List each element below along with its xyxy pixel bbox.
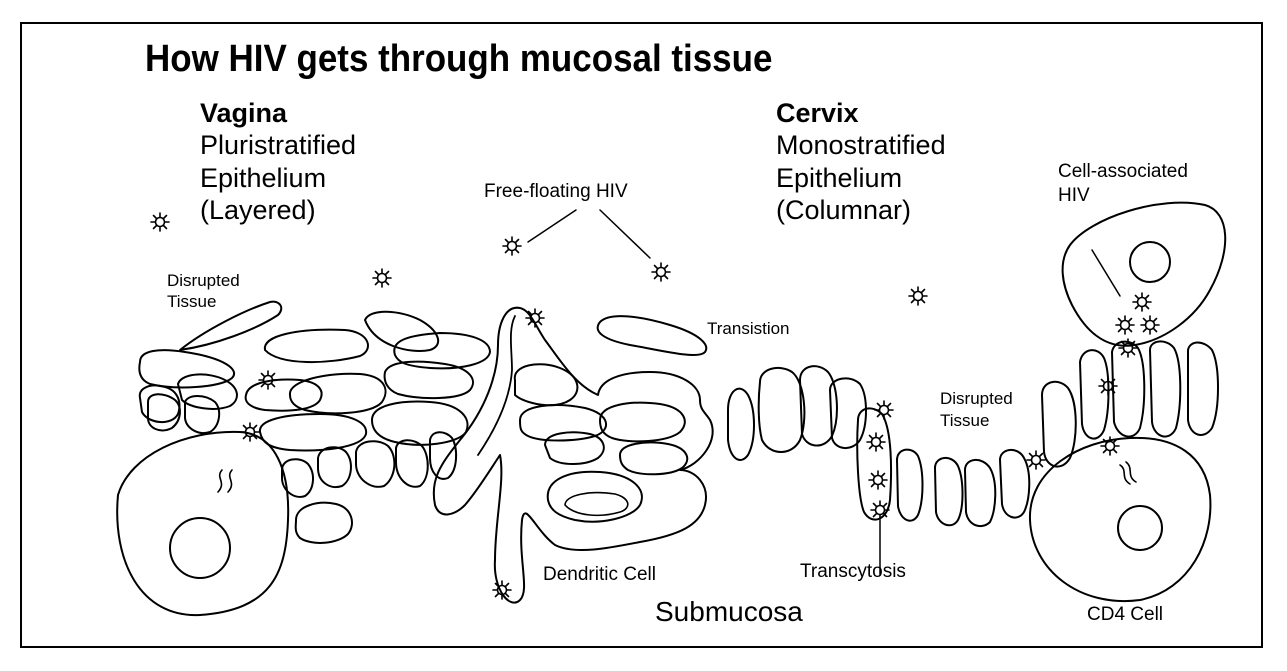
cervix-heading: Cervix bbox=[776, 100, 859, 127]
label-cd4-cell: CD4 Cell bbox=[1087, 605, 1163, 624]
transition-cells bbox=[728, 341, 1218, 526]
label-disrupted-tissue-left: Disrupted bbox=[167, 272, 240, 289]
squamous-large-cell bbox=[117, 432, 288, 615]
cd4-cells bbox=[1030, 203, 1225, 601]
vagina-line-1: Pluristratified bbox=[200, 132, 356, 159]
dendritic-cell bbox=[434, 308, 713, 603]
cervix-line-1: Monostratified bbox=[776, 132, 946, 159]
label-transcytosis: Transcytosis bbox=[800, 562, 906, 581]
label-cell-associated: Cell-associated bbox=[1058, 162, 1188, 181]
vagina-line-2: Epithelium bbox=[200, 165, 326, 192]
cervix-line-3: (Columnar) bbox=[776, 197, 911, 224]
cervix-line-2: Epithelium bbox=[776, 165, 902, 192]
label-disrupted-tissue-right: Disrupted bbox=[940, 390, 1013, 407]
label-disrupted-tissue-left-2: Tissue bbox=[167, 293, 216, 310]
layered-epithelium bbox=[139, 302, 490, 543]
vagina-heading: Vagina bbox=[200, 100, 287, 127]
label-cell-associated-hiv: HIV bbox=[1058, 186, 1090, 205]
label-submucosa: Submucosa bbox=[655, 598, 803, 626]
label-disrupted-tissue-right-2: Tissue bbox=[940, 412, 989, 429]
diagram-title: How HIV gets through mucosal tissue bbox=[145, 40, 772, 78]
label-transition: Transistion bbox=[707, 320, 790, 337]
pointer-lines bbox=[528, 210, 1120, 575]
label-dendritic-cell: Dendritic Cell bbox=[543, 565, 656, 584]
label-free-floating-hiv: Free-floating HIV bbox=[484, 182, 628, 201]
vagina-line-3: (Layered) bbox=[200, 197, 316, 224]
